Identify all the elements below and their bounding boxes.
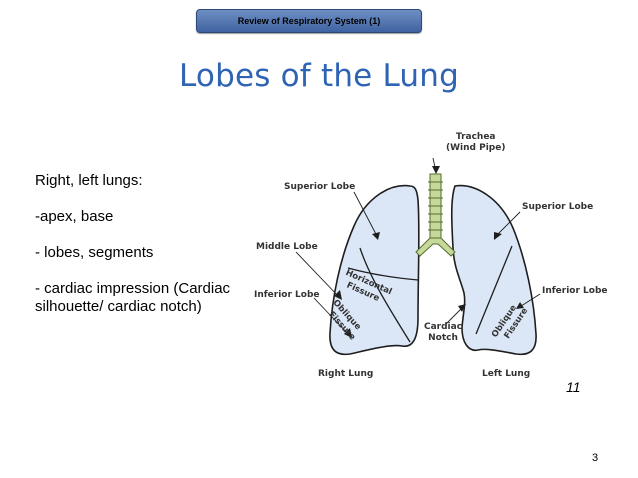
cardiac-notch-label: Cardiac Notch: [424, 322, 462, 344]
superior-lobe-left-label: Superior Lobe: [522, 202, 594, 212]
superior-lobe-right-label: Superior Lobe: [284, 182, 356, 192]
bullet-item: - cardiac impression (Cardiac silhouette…: [35, 280, 231, 315]
bullet-item: - lobes, segments: [35, 244, 154, 261]
right-lung-label: Right Lung: [318, 369, 374, 379]
slide-reference-number: 11: [566, 379, 581, 395]
trachea-label-line: Trachea: [455, 132, 496, 142]
right-lung-shape: [329, 184, 420, 356]
trachea-rings: [428, 181, 443, 231]
bronchi-shape: [415, 237, 456, 257]
inferior-lobe-right-label: Inferior Lobe: [254, 290, 320, 300]
middle-lobe-label: Middle Lobe: [256, 242, 318, 252]
oblique-fissure-left-line: [475, 245, 513, 335]
left-lung-shape: [450, 184, 537, 356]
slide-title: Lobes of the Lung: [178, 58, 459, 94]
lung-illustration: [295, 157, 541, 356]
lung-diagram: Trachea (Wind Pipe) Superior Lobe Superi…: [250, 128, 610, 390]
bullet-list: Right, left lungs: -apex, base - lobes, …: [35, 172, 245, 316]
bullet-item: Right, left lungs:: [35, 172, 143, 189]
trachea-label: Trachea (Wind Pipe): [446, 132, 505, 154]
cardiac-notch-label-line: Cardiac: [424, 322, 463, 332]
arrowheads: [334, 166, 524, 338]
oblique-fissure-right-line: [359, 247, 411, 343]
section-banner-label: Review of Respiratory System (1): [237, 16, 381, 26]
page-number: 3: [592, 452, 599, 464]
left-lung-label: Left Lung: [482, 369, 531, 379]
trachea-label-line: (Wind Pipe): [446, 143, 506, 153]
section-banner: Review of Respiratory System (1): [196, 9, 422, 33]
horizontal-fissure-line: [347, 267, 419, 281]
bullet-item: -apex, base: [35, 208, 114, 225]
cardiac-notch-label-line: Notch: [428, 333, 458, 343]
inferior-lobe-left-label: Inferior Lobe: [542, 286, 608, 296]
